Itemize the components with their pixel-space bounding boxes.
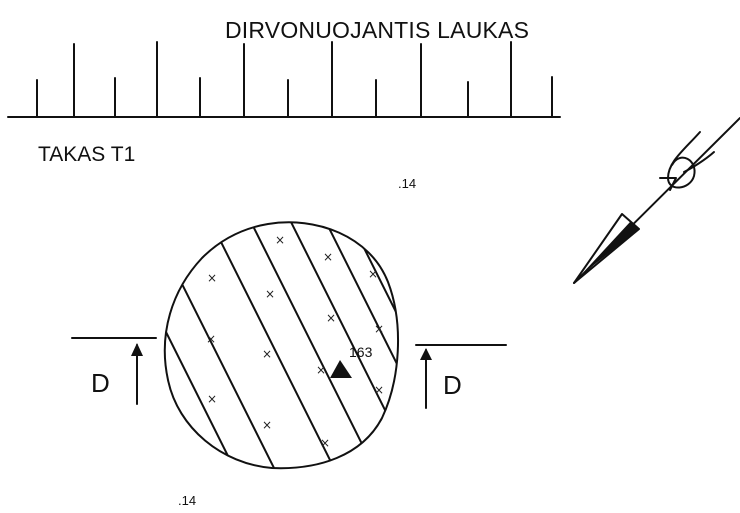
svg-text:×: × [323,250,333,264]
bottom-note: .14 [178,493,196,508]
path-label: TAKAS T1 [38,143,135,166]
svg-text:×: × [207,392,217,406]
svg-text:×: × [320,436,330,450]
svg-text:×: × [326,311,336,325]
svg-text:×: × [374,322,384,336]
top-note: .14 [398,176,416,191]
triangle-point-icon [330,360,352,378]
path-ruler [7,41,561,118]
svg-text:×: × [206,332,216,346]
svg-text:×: × [275,233,285,247]
svg-text:×: × [374,383,384,397]
section-label-left: D [91,368,110,398]
svg-text:×: × [368,267,378,281]
plot-circle: × × × × × × × × × × × × × × 163 [163,221,400,470]
svg-text:×: × [262,347,272,361]
svg-text:×: × [262,418,272,432]
svg-text:×: × [207,271,217,285]
section-marker-left: D [71,337,157,405]
section-marker-right: D [415,344,507,409]
field-label: DIRVONUOJANTIS LAUKAS [225,17,529,43]
svg-text:×: × [316,363,326,377]
svg-text:×: × [265,287,275,301]
tree-markers: × × × × × × × × × × × × × × [206,233,384,450]
section-label-right: D [443,370,462,400]
point-number: 163 [349,344,373,360]
north-arrow-icon [573,117,740,284]
